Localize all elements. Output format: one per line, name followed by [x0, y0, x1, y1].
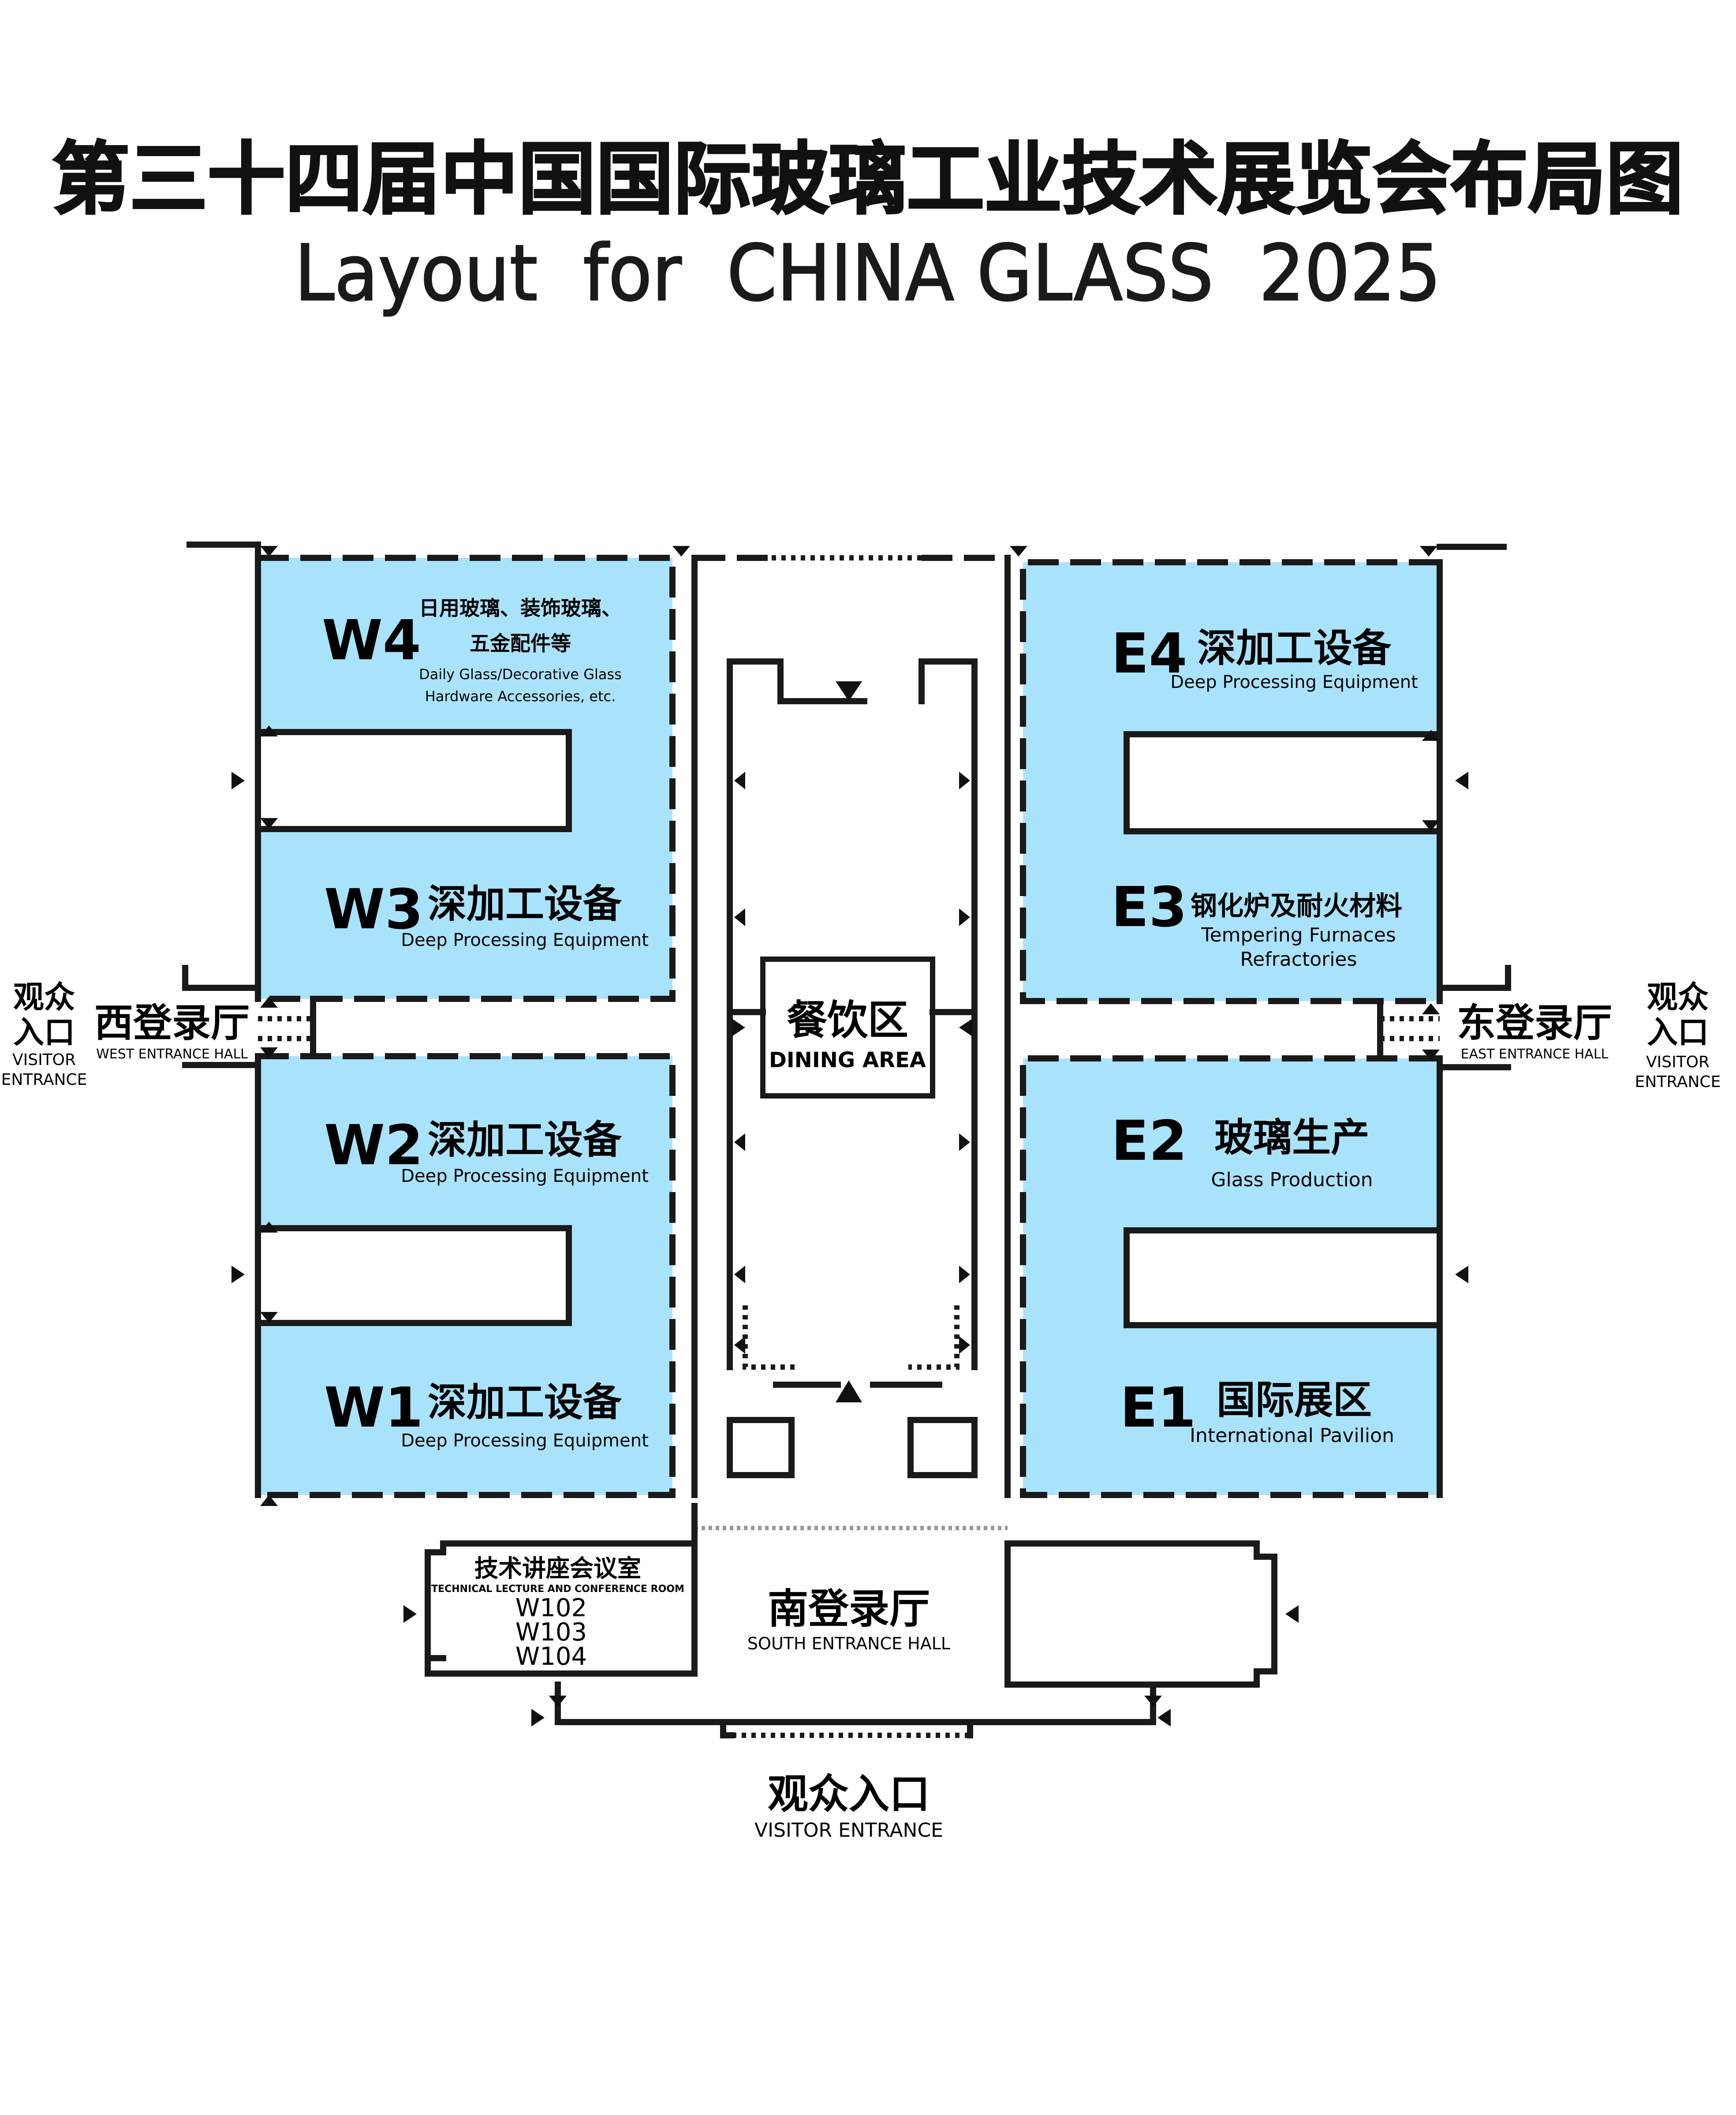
hall-w1-en: Deep Processing Equipment: [401, 1431, 649, 1451]
hall-w4[interactable]: W4 日用玻璃、装饰玻璃、 五金配件等 Daily Glass/Decorati…: [322, 596, 622, 705]
hall-e4-cn: 深加工设备: [1197, 625, 1392, 671]
south-entrance-hall[interactable]: 南登录厅 SOUTH ENTRANCE HALL: [747, 1585, 950, 1653]
hall-e4-e3-area[interactable]: [1023, 562, 1440, 1001]
dining-area-cn: 餐饮区: [787, 997, 908, 1044]
hall-e3-cn: 钢化炉及耐火材料: [1191, 891, 1402, 922]
east-visitor-entrance-en-line1: VISITOR: [1646, 1053, 1710, 1071]
hall-e3-id: E3: [1111, 875, 1187, 939]
hall-e1-cn: 国际展区: [1217, 1377, 1372, 1423]
conference-room-cn: 技术讲座会议室: [474, 1554, 641, 1582]
walls: [182, 542, 1511, 1738]
conference-room-number: W104: [515, 1642, 587, 1671]
west-entrance-hall[interactable]: 西登录厅 WEST ENTRANCE HALL: [94, 1000, 250, 1062]
dining-area[interactable]: 餐饮区 DINING AREA: [727, 957, 978, 1099]
hall-w1[interactable]: W1 深加工设备 Deep Processing Equipment: [324, 1376, 649, 1451]
hall-w3-id: W3: [324, 878, 423, 942]
west-visitor-entrance-cn-line2: 入口: [13, 1014, 75, 1050]
title-en: Layout for CHINA GLASS 2025: [295, 229, 1441, 318]
hall-w4-id: W4: [322, 609, 421, 673]
conference-room[interactable]: 技术讲座会议室 TECHNICAL LECTURE AND CONFERENCE…: [431, 1554, 684, 1671]
hall-e3[interactable]: E3 钢化炉及耐火材料 Tempering Furnaces Refractor…: [1111, 875, 1402, 971]
east-visitor-entrance[interactable]: 观众 入口 VISITOR ENTRANCE: [1635, 979, 1721, 1091]
west-visitor-entrance-en-line2: ENTRANCE: [1, 1071, 87, 1089]
east-entrance-hall-en: EAST ENTRANCE HALL: [1461, 1046, 1609, 1062]
hall-e3-en-line2: Refractories: [1240, 948, 1357, 971]
west-visitor-entrance-en-line1: VISITOR: [12, 1051, 76, 1069]
hall-w4-cn-line2: 五金配件等: [470, 632, 571, 655]
hall-e2-cn: 玻璃生产: [1214, 1115, 1370, 1160]
hall-e4-en: Deep Processing Equipment: [1170, 672, 1418, 692]
west-visitor-entrance-cn-line1: 观众: [13, 979, 75, 1015]
south-entrance-hall-en: SOUTH ENTRANCE HALL: [747, 1634, 950, 1653]
hall-w3-en: Deep Processing Equipment: [401, 930, 649, 950]
hall-w1-id: W1: [324, 1376, 423, 1440]
hall-e4[interactable]: E4 深加工设备 Deep Processing Equipment: [1111, 622, 1418, 692]
hall-w2-w1-area[interactable]: [258, 1056, 672, 1495]
hall-e2-en: Glass Production: [1211, 1169, 1373, 1191]
title-cn: 第三十四届中国国际玻璃工业技术展览会布局图: [52, 134, 1684, 225]
hall-e4-id: E4: [1111, 622, 1187, 686]
hall-w4-en-line2: Hardware Accessories, etc.: [425, 688, 616, 705]
west-entrance-hall-cn: 西登录厅: [94, 1000, 250, 1046]
south-visitor-entrance-cn: 观众入口: [768, 1771, 930, 1818]
south-entrance-hall-cn: 南登录厅: [768, 1585, 930, 1633]
conference-room-number: W102: [515, 1594, 587, 1622]
west-halls: [258, 558, 672, 1495]
hall-e2[interactable]: E2 玻璃生产 Glass Production: [1111, 1109, 1373, 1191]
hall-w2-id: W2: [324, 1114, 423, 1177]
hall-e1-en: International Pavilion: [1190, 1424, 1394, 1447]
hall-e1-id: E1: [1120, 1376, 1196, 1440]
hall-w4-en-line1: Daily Glass/Decorative Glass: [419, 666, 622, 683]
hall-w3[interactable]: W3 深加工设备 Deep Processing Equipment: [324, 878, 649, 950]
east-entrance-hall[interactable]: 东登录厅 EAST ENTRANCE HALL: [1457, 1000, 1612, 1062]
hall-w1-cn: 深加工设备: [428, 1379, 622, 1425]
east-visitor-entrance-cn-line2: 入口: [1647, 1014, 1709, 1050]
east-visitor-entrance-cn-line1: 观众: [1647, 979, 1709, 1015]
west-entrance-hall-en: WEST ENTRANCE HALL: [96, 1046, 248, 1062]
hall-e2-id: E2: [1111, 1109, 1187, 1173]
dining-area-en: DINING AREA: [769, 1048, 926, 1072]
hall-w3-cn: 深加工设备: [428, 881, 622, 927]
east-visitor-entrance-en-line2: ENTRANCE: [1635, 1073, 1721, 1091]
east-halls: [1023, 562, 1440, 1495]
conference-room-number: W103: [515, 1618, 587, 1647]
hall-w2[interactable]: W2 深加工设备 Deep Processing Equipment: [324, 1114, 649, 1186]
conference-room-en: TECHNICAL LECTURE AND CONFERENCE ROOM: [431, 1584, 684, 1595]
south-visitor-entrance-en: VISITOR ENTRANCE: [754, 1819, 943, 1842]
hall-w4-w3-area[interactable]: [258, 558, 672, 999]
door-markers: [231, 546, 1468, 1726]
hall-w2-cn: 深加工设备: [428, 1117, 622, 1162]
hall-w2-en: Deep Processing Equipment: [401, 1166, 649, 1186]
hall-e2-e1-area[interactable]: [1023, 1058, 1440, 1495]
east-entrance-hall-cn: 东登录厅: [1457, 1000, 1612, 1046]
west-visitor-entrance[interactable]: 观众 入口 VISITOR ENTRANCE: [1, 979, 87, 1089]
hall-w4-cn-line1: 日用玻璃、装饰玻璃、: [419, 596, 622, 620]
hall-e1[interactable]: E1 国际展区 International Pavilion: [1120, 1376, 1394, 1447]
hall-e3-en-line1: Tempering Furnaces: [1201, 924, 1396, 946]
south-visitor-entrance[interactable]: 观众入口 VISITOR ENTRANCE: [754, 1771, 943, 1842]
